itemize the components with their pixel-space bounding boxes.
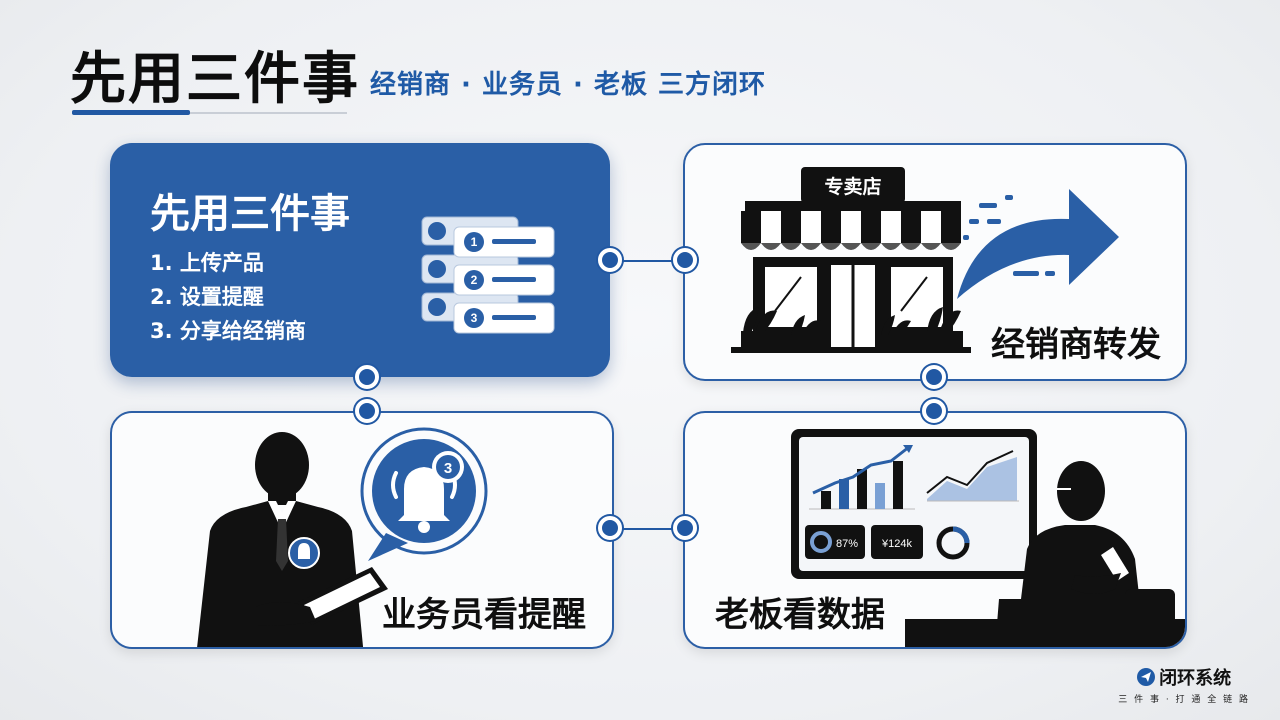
connector-line xyxy=(622,260,686,262)
title-underline-accent xyxy=(72,110,190,115)
brand-footer: 闭环系统 三 件 事 · 打 通 全 链 路 xyxy=(1118,664,1250,705)
connector-node xyxy=(922,365,946,389)
card-sales-reminder: 3 业务员看提醒 xyxy=(110,411,614,649)
connector-node xyxy=(598,248,622,272)
kpi-revenue: ¥124k xyxy=(881,538,912,550)
bar-chart xyxy=(809,445,915,510)
brand-tagline: 三 件 事 · 打 通 全 链 路 xyxy=(1118,695,1250,705)
notification-bell-icon: 3 xyxy=(360,427,488,561)
salesperson-silhouette xyxy=(197,432,388,647)
forward-arrow-icon xyxy=(957,189,1119,299)
connector-node xyxy=(355,365,379,389)
connector-node xyxy=(673,248,697,272)
send-arrow-icon xyxy=(1137,668,1156,686)
card-three-steps-title: 先用三件事 xyxy=(150,191,350,237)
card-dealer-label: 经销商转发 xyxy=(991,325,1161,365)
step-item: 2. 设置提醒 xyxy=(150,285,264,309)
steps-list: 1. 上传产品 2. 设置提醒 3. 分享给经销商 xyxy=(150,246,306,348)
connector-node xyxy=(355,399,379,423)
connector-line xyxy=(622,528,686,530)
step-item: 3. 分享给经销商 xyxy=(150,319,306,343)
page-title: 先用三件事 xyxy=(70,47,360,112)
desk xyxy=(905,619,1185,647)
step-item: 1. 上传产品 xyxy=(150,251,264,275)
store-icon: 专卖店 xyxy=(731,167,971,353)
list-number: 3 xyxy=(471,311,478,325)
card-sales-label: 业务员看提醒 xyxy=(382,595,586,635)
list-number: 2 xyxy=(471,273,478,287)
page-subtitle: 经销商 · 业务员 · 老板 三方闭环 xyxy=(370,70,767,100)
connector-node xyxy=(922,399,946,423)
title-underline xyxy=(72,112,347,114)
card-dealer-forward: 专卖店 xyxy=(683,143,1187,381)
card-three-steps: 先用三件事 1. 上传产品 2. 设置提醒 3. 分享给经销商 1 2 3 xyxy=(110,143,610,377)
card-boss-data: 87% ¥124k 老板看数据 xyxy=(683,411,1187,649)
connector-node xyxy=(673,516,697,540)
brand-name: 闭环系统 xyxy=(1159,668,1232,689)
store-sign: 专卖店 xyxy=(824,175,881,198)
list-number: 1 xyxy=(471,235,478,249)
card-boss-label: 老板看数据 xyxy=(715,595,885,635)
area-chart xyxy=(926,450,1019,502)
notification-badge-count: 3 xyxy=(444,460,452,477)
dashboard-monitor: 87% ¥124k xyxy=(791,429,1037,579)
kpi-percent: 87% xyxy=(836,538,858,550)
numbered-list-icon: 1 2 3 xyxy=(421,216,555,334)
connector-node xyxy=(598,516,622,540)
